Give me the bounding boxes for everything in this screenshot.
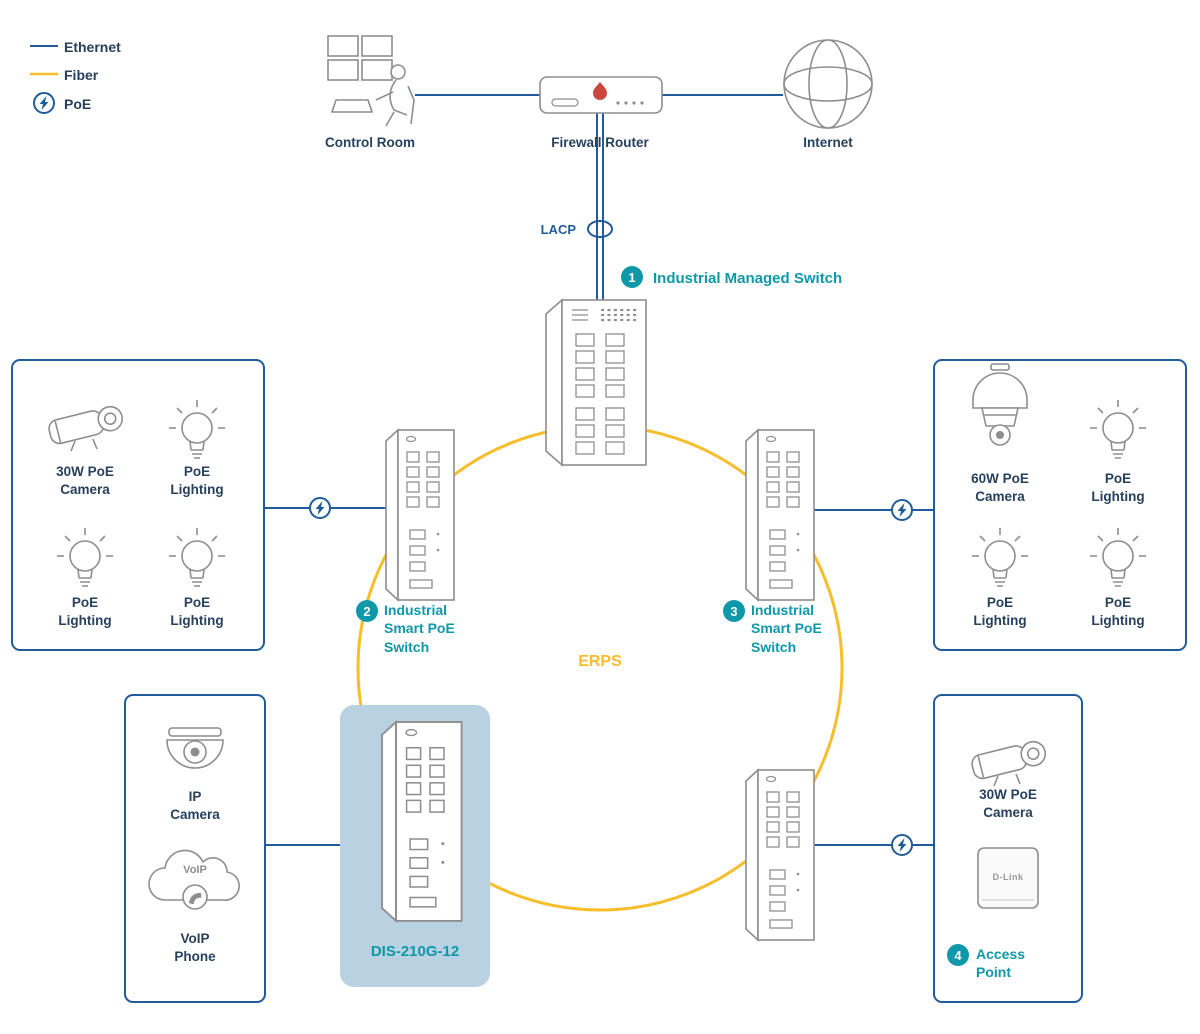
- poe-badge-legend: [33, 92, 55, 114]
- flame-icon: [593, 82, 607, 100]
- industrial-smart-poe-switch4-icon: [745, 769, 815, 941]
- industrial-smart-poe-switch2-icon: [385, 429, 455, 601]
- voip-cloud-icon: [148, 849, 240, 910]
- ip-devices-box-bottom-left: [124, 694, 266, 1003]
- lacp-label: LACP: [540, 222, 576, 237]
- poe-camera-60w-label: 60W PoE Camera: [971, 471, 1029, 504]
- poe-lighting-label-3: PoE Lighting: [170, 595, 224, 628]
- poe-lighting-label-4: PoE Lighting: [1091, 471, 1145, 504]
- switch2-label: Industrial Smart PoE Switch: [384, 602, 455, 655]
- erps-label: ERPS: [578, 653, 622, 670]
- industrial-managed-switch-icon: [544, 298, 648, 467]
- dis-210g-12-switch-icon: [381, 721, 463, 922]
- access-point-logo-text: D-Link: [992, 872, 1024, 882]
- poe-camera-60w-ptz-icon: [972, 363, 1028, 446]
- legend-poe-label: PoE: [64, 96, 92, 112]
- control-room-label: Control Room: [325, 135, 415, 150]
- legend-ethernet-label: Ethernet: [64, 39, 121, 55]
- poe-badge-right-link: [891, 499, 913, 521]
- access-point-icon: [977, 847, 1039, 909]
- internet-globe-icon: [783, 39, 873, 129]
- ip-dome-camera-icon: [166, 727, 224, 769]
- poe-badge-left-link: [309, 497, 331, 519]
- access-point-number-badge: 4: [947, 944, 969, 966]
- access-point-label: Access Point: [976, 946, 1026, 981]
- switch2-number-badge: 2: [356, 600, 378, 622]
- switch3-number-badge: 3: [723, 600, 745, 622]
- phone-handset-icon: [188, 892, 202, 905]
- switch3-label: Industrial Smart PoE Switch: [751, 602, 822, 655]
- internet-label: Internet: [803, 135, 853, 150]
- voip-cloud-text: VoIP: [183, 864, 207, 876]
- poe-lighting-label-1: PoE Lighting: [170, 464, 224, 497]
- dis-210g-12-label: DIS-210G-12: [370, 943, 460, 960]
- poe-camera-30w-label-right: 30W PoE Camera: [979, 787, 1037, 820]
- switch1-label: Industrial Managed Switch: [653, 270, 843, 287]
- poe-camera-30w-label-left: 30W PoE Camera: [56, 464, 114, 497]
- industrial-smart-poe-switch3-icon: [745, 429, 815, 601]
- voip-phone-label: VoIP Phone: [174, 931, 216, 964]
- poe-lighting-label-5: PoE Lighting: [973, 595, 1027, 628]
- ip-camera-label: IP Camera: [170, 789, 220, 822]
- switch1-number-badge: 1: [621, 266, 643, 288]
- poe-badge-ap-link: [891, 834, 913, 856]
- ethernet-links: [264, 94, 934, 846]
- control-room-icon: [327, 35, 415, 127]
- router-ports: [616, 101, 644, 105]
- legend-fiber-label: Fiber: [64, 67, 99, 83]
- firewall-router-label: Firewall Router: [551, 135, 649, 150]
- poe-lighting-label-6: PoE Lighting: [1091, 595, 1145, 628]
- firewall-router-icon: [539, 76, 663, 114]
- poe-lighting-label-2: PoE Lighting: [58, 595, 112, 628]
- lacp-aggregation-ring-icon: [587, 220, 613, 238]
